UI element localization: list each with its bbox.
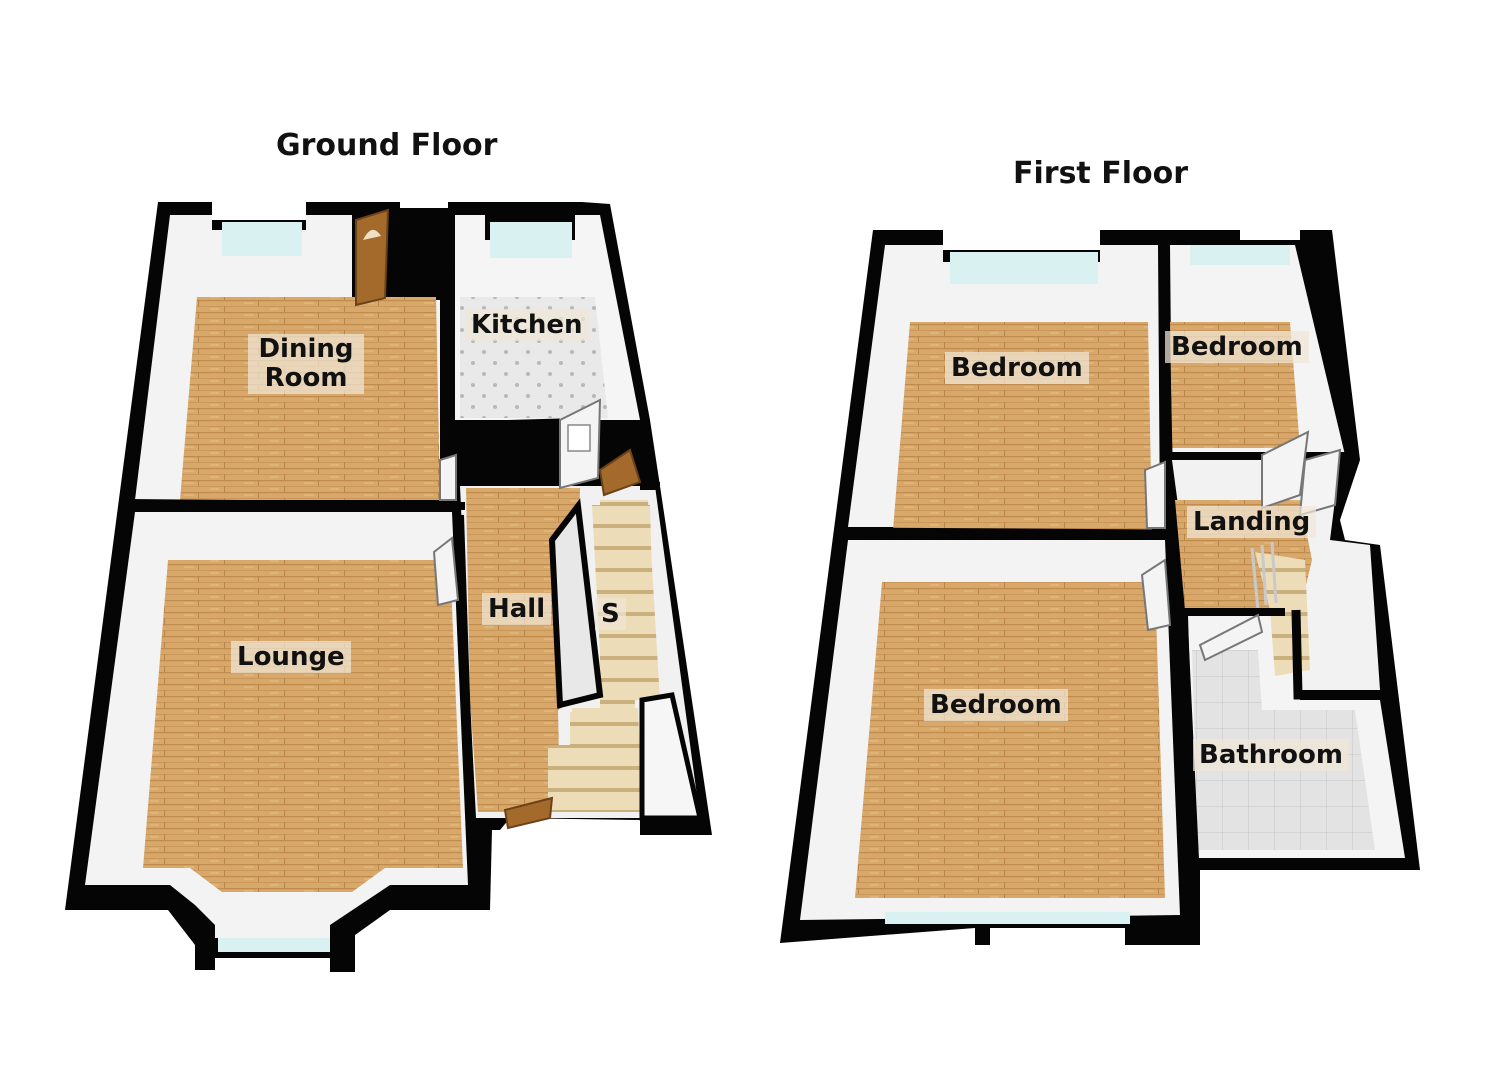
ground-floor-title: Ground Floor [276, 128, 498, 163]
bedroom-main-door [1143, 460, 1166, 529]
dining-floor [180, 297, 440, 500]
bedroom-front-label: Bedroom [924, 689, 1068, 721]
bedroom-main-label: Bedroom [945, 352, 1089, 384]
hall-door [503, 796, 554, 830]
lounge-floor [143, 560, 463, 892]
first-floor [780, 230, 1420, 945]
landing-cupboard-door [1298, 448, 1342, 517]
kitchen-label: Kitchen [465, 309, 589, 341]
ground-floor [65, 202, 712, 972]
kitchen-window [490, 222, 572, 258]
ground-stairs-main [592, 505, 655, 690]
landing-left-wall [1166, 529, 1184, 611]
bedroom-front-floor [855, 582, 1165, 898]
kitchen-hall-wall [454, 418, 561, 429]
first-floor-title: First Floor [1013, 156, 1189, 191]
lounge-label: Lounge [231, 641, 351, 673]
bedroom-divider-wall [845, 527, 1173, 539]
lounge-bay-window [218, 938, 330, 952]
lounge-hall-wall [456, 514, 474, 819]
dining-hall-wall [440, 207, 450, 456]
landing-label: Landing [1187, 506, 1317, 538]
hall-label: Hall [482, 593, 552, 625]
bathroom-door [1198, 613, 1264, 662]
lounge-door [432, 536, 460, 607]
understairs-partition [548, 498, 604, 709]
bathroom-step-wall [1291, 609, 1380, 700]
stair-balustrade [1250, 541, 1278, 611]
bedroom-front-window [885, 912, 1130, 924]
dining-lounge-wall [124, 499, 466, 510]
stairs-label: S [595, 598, 626, 630]
dining-door [439, 453, 457, 501]
ground-stairs-lower [548, 708, 642, 812]
kitchen-door [559, 398, 602, 490]
bathroom-label: Bathroom [1193, 739, 1349, 771]
dining-window [222, 222, 302, 256]
bedroom-small-door [1261, 430, 1310, 510]
bedroom-small-window [1190, 245, 1290, 265]
bedroom-small-label: Bedroom [1165, 331, 1309, 363]
dining-room-label: Dining Room [248, 334, 364, 394]
cupboard-partition [639, 692, 704, 821]
bedroom-main-window [950, 252, 1098, 284]
bathroom-left-wall [1178, 614, 1200, 871]
hall-front-door [598, 448, 642, 497]
bedroom-front-door [1140, 558, 1172, 632]
rear-door [355, 208, 390, 307]
